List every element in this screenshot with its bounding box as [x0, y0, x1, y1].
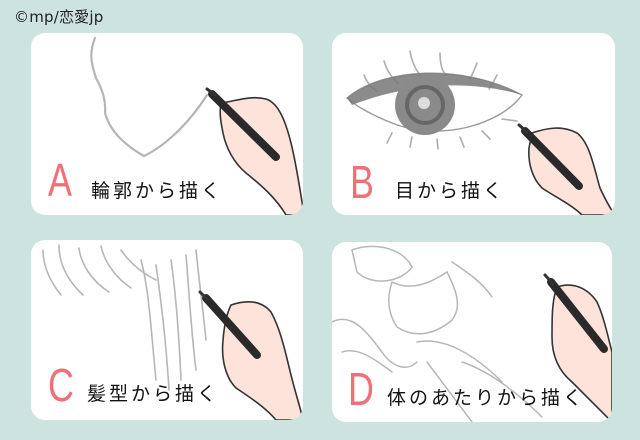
eye-sketch — [345, 50, 615, 215]
face-outline-sketch — [90, 36, 303, 215]
card-c: C 髪型から描く — [31, 240, 303, 420]
card-a: A 輪郭から描く — [31, 33, 303, 215]
option-letter: A — [48, 154, 72, 206]
option-letter: C — [48, 359, 74, 411]
card-b: B 目から描く — [332, 33, 615, 215]
hand-with-pen-icon — [543, 273, 612, 422]
option-letter: D — [348, 363, 374, 415]
card-d: D 体のあたりから描く — [332, 242, 612, 422]
hand-with-pen-icon — [198, 290, 303, 420]
option-caption: 輪郭から描く — [91, 180, 224, 202]
option-caption: 体のあたりから描く — [387, 387, 586, 409]
hand-with-pen-icon — [205, 87, 303, 215]
option-caption: 髪型から描く — [87, 383, 220, 405]
option-letter: B — [350, 156, 374, 208]
hair-sketch — [42, 244, 303, 420]
option-caption: 目から描く — [395, 180, 506, 202]
body-guide-sketch — [332, 245, 612, 422]
hand-with-pen-icon — [517, 123, 615, 215]
copyright-credit: ©mp/恋愛jp — [14, 8, 104, 26]
